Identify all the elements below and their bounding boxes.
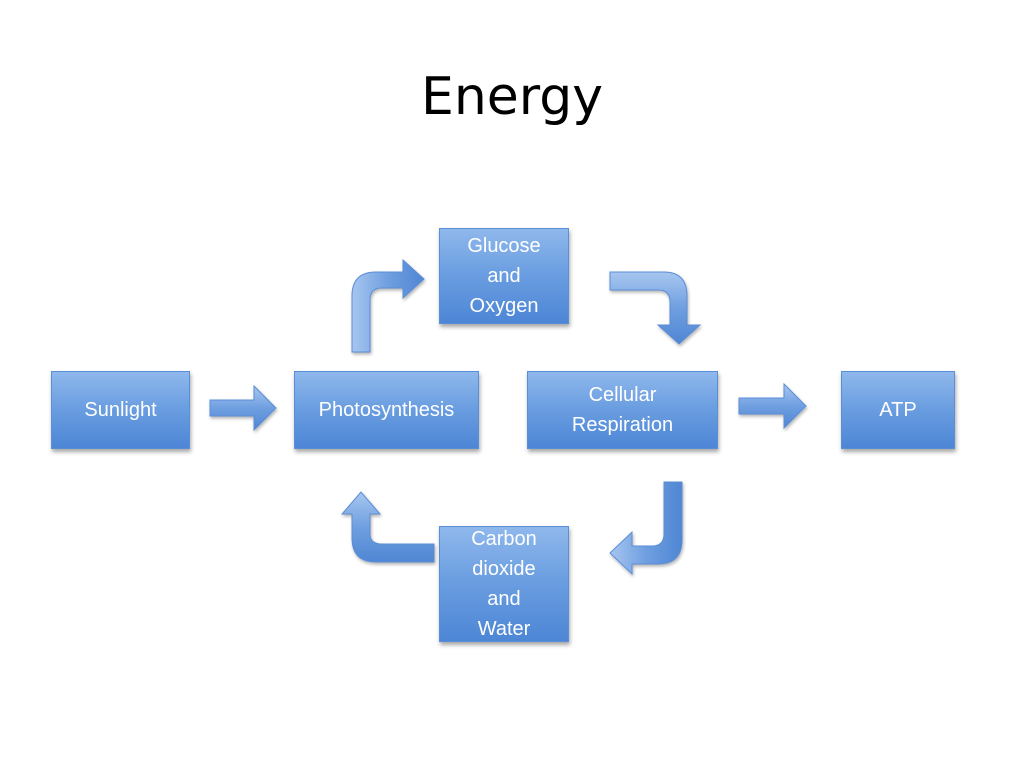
- arrow-respiration-to-atp: [738, 382, 807, 430]
- arrow-glucose-to-respiration: [609, 271, 702, 345]
- node-atp: ATP: [841, 371, 955, 449]
- node-carbon-dioxide-water-label: Carbon dioxide and Water: [471, 528, 537, 640]
- node-carbon-dioxide-water: Carbon dioxide and Water: [439, 526, 569, 642]
- arrow-photosynthesis-to-glucose: [351, 258, 425, 353]
- arrow-sunlight-to-photosynthesis: [209, 384, 277, 432]
- node-atp-label: ATP: [879, 399, 917, 421]
- slide-title: Energy: [420, 67, 604, 127]
- node-sunlight-label: Sunlight: [84, 399, 157, 421]
- arrow-carbon-to-photosynthesis: [340, 491, 435, 563]
- arrow-respiration-to-carbon: [609, 481, 683, 576]
- node-cellular-respiration: Cellular Respiration: [527, 371, 718, 449]
- node-cellular-respiration-label: Cellular Respiration: [571, 384, 674, 436]
- node-photosynthesis: Photosynthesis: [294, 371, 479, 449]
- node-sunlight: Sunlight: [51, 371, 190, 449]
- node-photosynthesis-label: Photosynthesis: [318, 399, 455, 421]
- node-glucose-oxygen: Glucose and Oxygen: [439, 228, 569, 324]
- node-glucose-oxygen-label: Glucose and Oxygen: [467, 235, 541, 317]
